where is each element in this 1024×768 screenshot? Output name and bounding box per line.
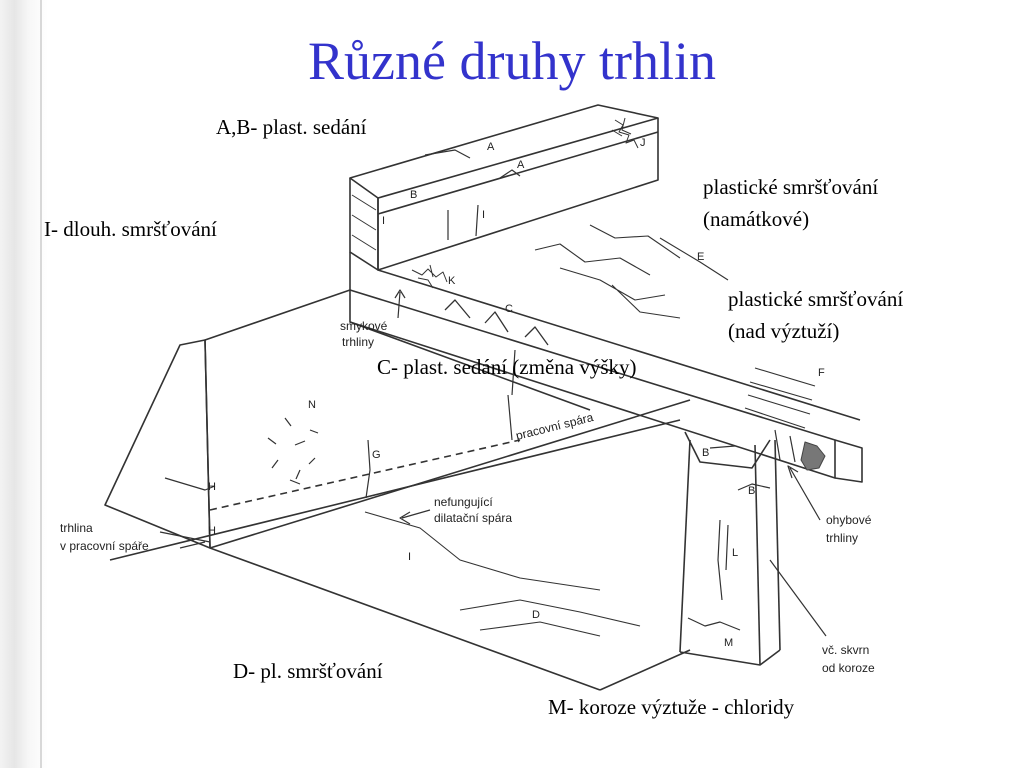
crack-d-ground bbox=[459, 599, 641, 637]
label-f-line2: (nad výztuží) bbox=[728, 319, 840, 343]
crack-b-column bbox=[737, 483, 771, 491]
label-e-line2: (namátkové) bbox=[703, 207, 810, 231]
crack-letter: I bbox=[482, 209, 485, 221]
label-pracovni-spara: pracovní spára bbox=[514, 410, 595, 443]
crack-letter: G bbox=[372, 449, 381, 461]
crack-n-pattern bbox=[267, 417, 319, 485]
rebar-bumps bbox=[444, 299, 549, 346]
label-d: D- pl. smršťování bbox=[233, 659, 383, 683]
deck-top-edge bbox=[377, 269, 861, 421]
column-capital bbox=[684, 431, 771, 469]
crack-letter: K bbox=[448, 275, 456, 287]
crack-letter: B bbox=[702, 447, 709, 459]
crack-e-pattern bbox=[534, 224, 729, 319]
crack-letter: D bbox=[532, 609, 540, 621]
crack-h2 bbox=[159, 531, 211, 543]
wing-wall-front bbox=[204, 339, 211, 549]
label-trhlina-1: trhlina bbox=[60, 521, 93, 535]
crack-letter: E bbox=[697, 251, 704, 263]
crack-k-pattern bbox=[411, 264, 448, 289]
crack-letter: A bbox=[487, 141, 495, 153]
label-koroze-2: od koroze bbox=[822, 661, 875, 675]
wall-front-face bbox=[377, 118, 659, 271]
wall-stripe bbox=[377, 131, 659, 215]
crack-a1 bbox=[424, 149, 471, 159]
crack-letter: A bbox=[517, 159, 525, 171]
column-bottom bbox=[679, 649, 781, 666]
crack-m bbox=[687, 617, 741, 631]
crack-letter: M bbox=[724, 637, 733, 649]
label-f-line1: plastické smršťování bbox=[728, 287, 904, 311]
label-smykove-1: smykové bbox=[340, 319, 388, 333]
arrow-trhlina bbox=[179, 541, 206, 549]
arrow-ohybove bbox=[787, 465, 821, 521]
ground-edge-left bbox=[209, 547, 601, 691]
crack-h1 bbox=[164, 477, 216, 491]
crack-letter: H bbox=[208, 525, 216, 537]
label-koroze-1: vč. skvrn bbox=[822, 643, 869, 657]
crack-letter: N bbox=[308, 399, 316, 411]
ground-edge-right bbox=[599, 649, 691, 691]
page-title: Různé druhy trhlin bbox=[308, 31, 716, 91]
wall-hatch bbox=[351, 194, 377, 251]
column-cap-crack bbox=[709, 445, 736, 449]
label-nefungujici-1: nefungující bbox=[434, 495, 493, 509]
crack-letter: L bbox=[732, 547, 738, 559]
crack-letter: I bbox=[408, 551, 411, 563]
deck-front-edge bbox=[349, 289, 836, 479]
crack-letter: J bbox=[640, 137, 646, 149]
wing-wall-face bbox=[204, 289, 591, 411]
label-i: I- dlouh. smršťování bbox=[44, 217, 217, 241]
ground-line-1 bbox=[109, 419, 681, 561]
crack-letter: F bbox=[818, 367, 825, 379]
crack-letter: I bbox=[382, 215, 385, 227]
crack-letter: B bbox=[748, 485, 755, 497]
deck-end-face bbox=[834, 439, 863, 483]
arrow-smykove bbox=[394, 289, 406, 319]
working-joint bbox=[209, 439, 521, 511]
crack-letter: C bbox=[505, 303, 513, 315]
corrosion-stain bbox=[800, 441, 826, 471]
crack-flexural bbox=[774, 429, 796, 463]
wall-end-face bbox=[349, 178, 379, 271]
crack-letter: H bbox=[208, 481, 216, 493]
crack-i-ground bbox=[364, 511, 601, 591]
column-left bbox=[679, 439, 691, 653]
label-m: M- koroze výztuže - chloridy bbox=[548, 695, 795, 719]
crack-l bbox=[717, 519, 729, 601]
label-ohybove-2: trhliny bbox=[826, 531, 858, 545]
arrow-nefungujici bbox=[399, 509, 431, 525]
column-right-back bbox=[774, 439, 781, 651]
label-ohybove-1: ohybové bbox=[826, 513, 872, 527]
label-trhlina-2: v pracovní spáře bbox=[60, 539, 149, 553]
label-ab: A,B- plast. sedání bbox=[216, 115, 367, 139]
crack-g bbox=[365, 439, 371, 499]
wing-wall-left bbox=[104, 339, 211, 549]
crack-j-pattern bbox=[611, 117, 639, 149]
crack-shear bbox=[507, 349, 516, 441]
wall-bottom-edge bbox=[209, 399, 691, 549]
label-c: C- plast. sedání (změna výšky) bbox=[377, 355, 637, 379]
crack-a2 bbox=[499, 169, 521, 179]
label-e-line1: plastické smršťování bbox=[703, 175, 879, 199]
crack-i-wall bbox=[447, 204, 479, 240]
arrow-koroze bbox=[769, 559, 827, 637]
scan-edge bbox=[0, 0, 48, 768]
crack-f-pattern bbox=[744, 367, 816, 429]
label-nefungujici-2: dilatační spára bbox=[434, 511, 512, 525]
wall-top-face bbox=[349, 104, 659, 199]
column-right bbox=[754, 444, 761, 666]
crack-letter: B bbox=[410, 189, 417, 201]
label-smykove-2: trhliny bbox=[342, 335, 374, 349]
